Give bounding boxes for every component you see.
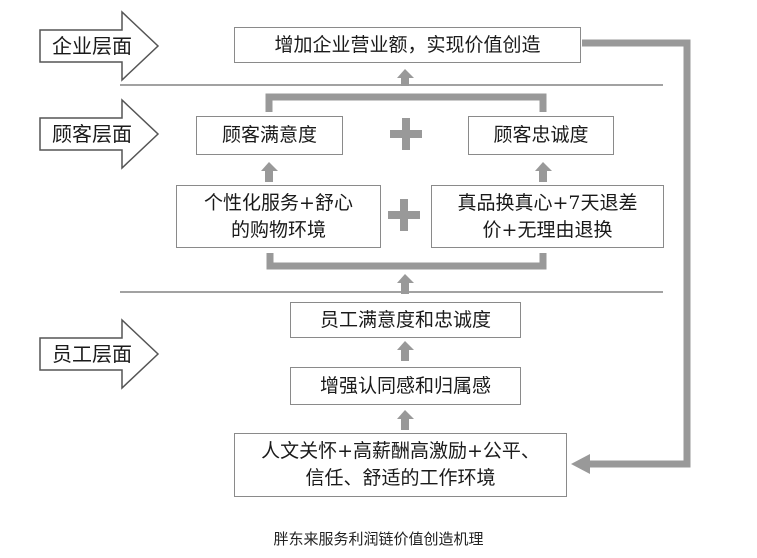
box-product-policy: 真品换真心+7天退差 价+无理由退换	[431, 185, 664, 248]
layer-arrow-enterprise	[39, 10, 160, 82]
feedback-loop-arrowhead	[571, 454, 590, 474]
figure-caption: 胖东来服务利润链价值创造机理	[273, 530, 484, 548]
box-customer-loyalty: 顾客忠诚度	[468, 116, 614, 155]
box-identity: 增强认同感和归属感	[290, 367, 521, 405]
layer-arrow-customer	[39, 98, 160, 170]
box-enterprise-goal: 增加企业营业额，实现价值创造	[234, 27, 581, 63]
box-hr-measures: 人文关怀+高薪酬高激励+公平、 信任、舒适的工作环境	[234, 433, 567, 497]
up-arrow-to-goal	[397, 69, 414, 86]
layer-label-employee: 员工层面	[52, 342, 132, 366]
up-arrow-to-loyalty	[535, 162, 552, 182]
layer-arrow-employee	[39, 318, 160, 390]
bracket-bottom	[266, 253, 547, 270]
feedback-loop-line	[582, 39, 691, 468]
box-customer-satisfaction: 顾客满意度	[196, 116, 343, 155]
layer-label-enterprise: 企业层面	[52, 34, 132, 58]
plus-sign-upper-v	[402, 118, 410, 150]
up-arrow-to-employee-satisfaction	[397, 341, 414, 361]
layer-label-customer: 顾客层面	[52, 122, 132, 146]
bracket-top	[265, 93, 547, 112]
up-arrow-to-satisfaction	[261, 162, 278, 182]
box-service-environment: 个性化服务+舒心 的购物环境	[176, 185, 381, 248]
up-arrow-to-identity	[397, 410, 414, 430]
plus-sign-lower-v	[400, 199, 408, 231]
up-arrow-to-customer-layer	[397, 274, 414, 294]
box-employee-satisfaction: 员工满意度和忠诚度	[290, 302, 521, 338]
